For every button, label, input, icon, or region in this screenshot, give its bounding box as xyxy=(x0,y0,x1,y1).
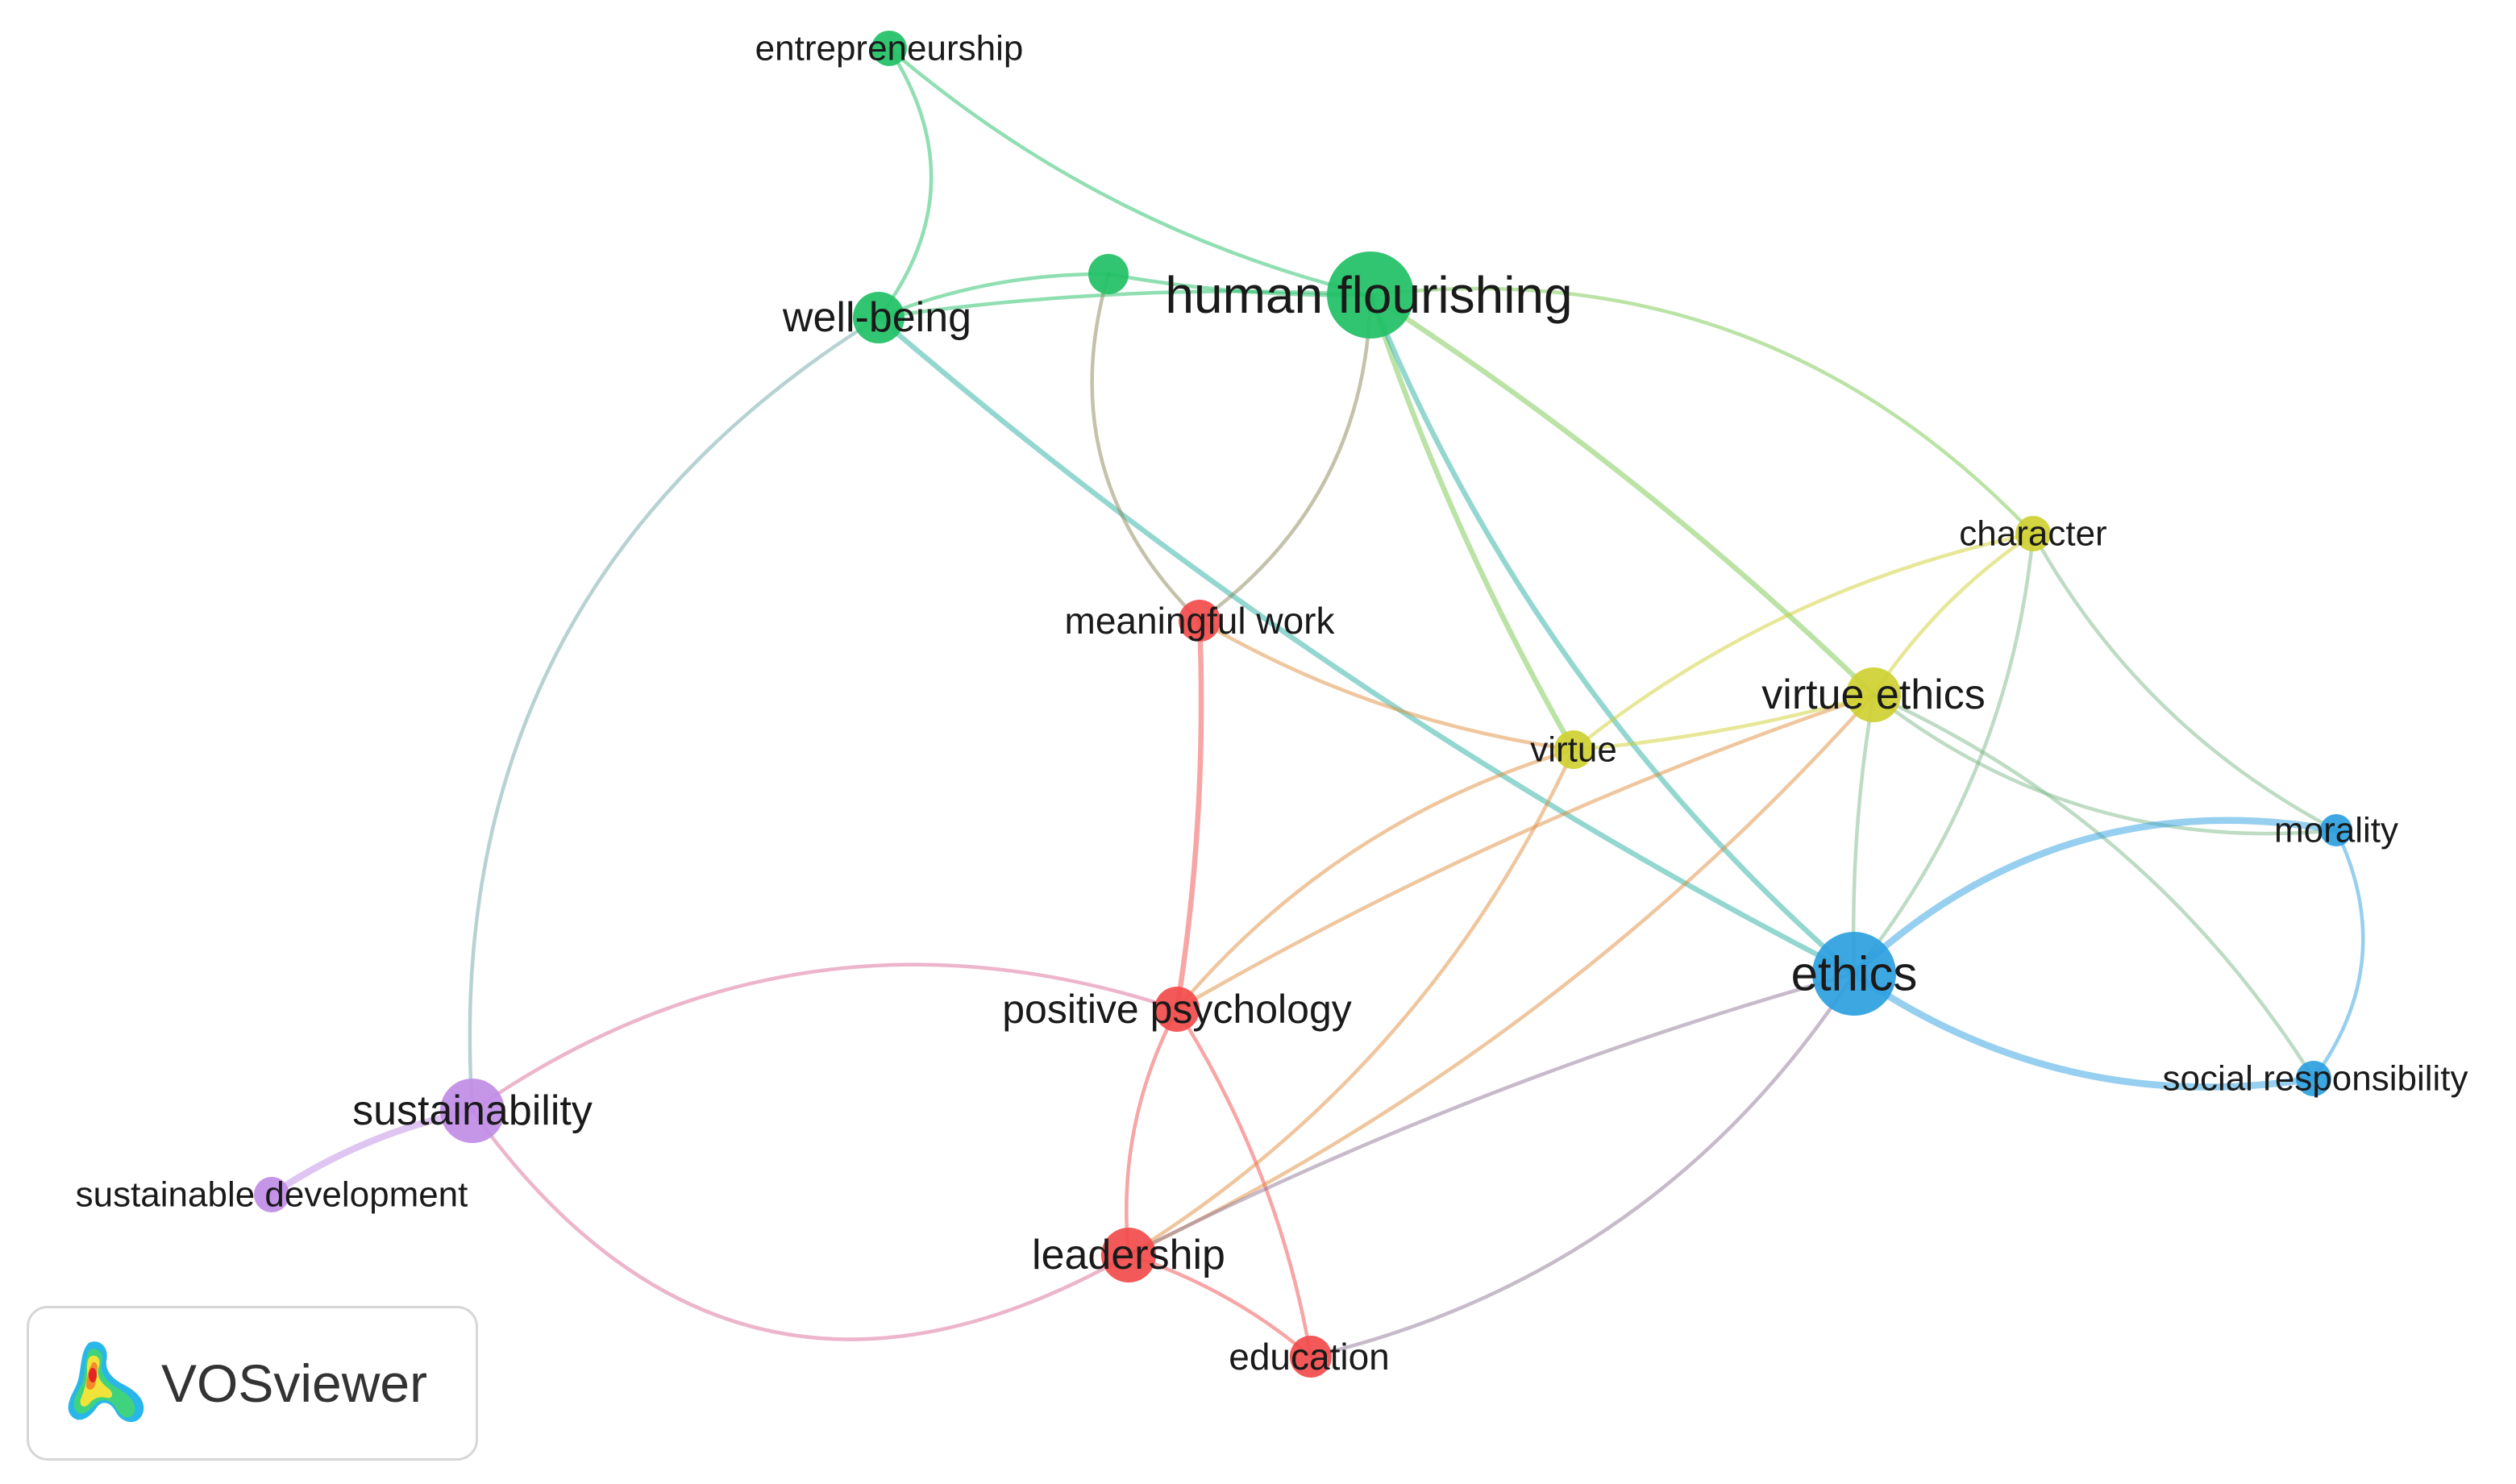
link-meaningful-work-positive-psychology xyxy=(1174,617,1204,1012)
vosviewer-name: VOSviewer xyxy=(161,1353,428,1413)
link-entrepreneurship-human-flourishing xyxy=(887,46,1373,297)
node-ethics[interactable] xyxy=(1812,932,1896,1016)
node-meaningful-work[interactable] xyxy=(1179,600,1221,642)
link-human-flourishing-ethics xyxy=(1367,292,1857,977)
link-leadership-virtue xyxy=(1126,747,1576,1257)
node-education[interactable] xyxy=(1290,1336,1332,1378)
label-positive-psychology: positive psychology xyxy=(1002,987,1352,1032)
link-education-ethics xyxy=(1308,971,1857,1359)
network-labels: human flourishing well-being entrepreneurs… xyxy=(76,29,2468,1378)
link-human-flourishing-virtue xyxy=(1367,292,1577,753)
link-entrepreneurship-well-being xyxy=(876,46,934,320)
network-links xyxy=(268,46,2365,1359)
link-ethics-social-responsibility xyxy=(1850,970,2318,1091)
link-human-flourishing-character xyxy=(1368,286,2036,536)
link-leadership-sustainability xyxy=(470,1108,1131,1341)
node-sustainability[interactable] xyxy=(440,1079,505,1143)
node-sustainable-development[interactable] xyxy=(254,1177,289,1212)
link-leadership-ethics xyxy=(1126,971,1857,1257)
node-entrepreneurship[interactable] xyxy=(871,31,907,66)
label-character: character xyxy=(1959,514,2106,554)
link-virtue-character xyxy=(1571,531,2036,752)
vosviewer-badge: VOSviewer xyxy=(27,1306,478,1461)
link-green-unlabeled-meaningful-work xyxy=(1090,272,1202,623)
label-sustainable-development: sustainable development xyxy=(76,1175,468,1215)
node-leadership[interactable] xyxy=(1101,1228,1156,1282)
label-leadership: leadership xyxy=(1032,1232,1225,1278)
link-human-flourishing-meaningful-work xyxy=(1197,293,1373,623)
node-morality[interactable] xyxy=(2320,814,2352,846)
label-entrepreneurship: entrepreneurship xyxy=(755,29,1024,69)
link-human-flourishing-virtue-ethics xyxy=(1367,292,1877,698)
link-positive-psychology-sustainability xyxy=(470,962,1179,1113)
node-character[interactable] xyxy=(2015,516,2051,551)
label-human-flourishing: human flourishing xyxy=(1165,266,1572,324)
link-meaningful-work-virtue xyxy=(1197,618,1576,752)
node-well-being[interactable] xyxy=(853,292,905,343)
label-virtue-ethics: virtue ethics xyxy=(1761,671,1985,718)
label-meaningful-work: meaningful work xyxy=(1065,600,1336,642)
link-virtue-ethics-character xyxy=(1871,531,2036,697)
link-positive-psychology-virtue-ethics xyxy=(1175,692,1876,1012)
node-social-responsibility[interactable] xyxy=(2296,1061,2331,1096)
link-virtue-ethics-social-responsibility xyxy=(1871,692,2316,1081)
vosviewer-heatmap-logo-icon xyxy=(68,1341,144,1423)
link-well-being-ethics xyxy=(875,314,1857,977)
link-positive-psychology-education xyxy=(1175,1007,1313,1359)
link-well-being-human-flourishing xyxy=(876,289,1373,320)
link-well-being-sustainability xyxy=(468,315,881,1113)
link-positive-psychology-virtue xyxy=(1175,747,1576,1012)
label-well-being: well-being xyxy=(782,294,971,341)
node-virtue[interactable] xyxy=(1554,730,1593,769)
node-human-flourishing[interactable] xyxy=(1327,251,1414,339)
link-virtue-virtue-ethics xyxy=(1571,692,1876,752)
label-ethics: ethics xyxy=(1791,947,1918,1001)
link-leadership-virtue-ethics xyxy=(1126,692,1876,1257)
link-morality-social-responsibility xyxy=(2311,828,2365,1081)
link-character-morality xyxy=(2031,531,2339,833)
link-well-being-green-unlabeled xyxy=(876,272,1111,320)
link-character-ethics xyxy=(1852,531,2036,976)
link-ethics-morality xyxy=(1850,817,2340,978)
node-green-unlabeled[interactable] xyxy=(1088,254,1129,294)
label-virtue: virtue xyxy=(1530,730,1617,770)
link-positive-psychology-leadership xyxy=(1125,1007,1179,1257)
label-morality: morality xyxy=(2274,811,2398,850)
label-social-responsibility: social responsibility xyxy=(2162,1059,2468,1099)
label-sustainability: sustainability xyxy=(352,1087,593,1134)
label-education: education xyxy=(1229,1336,1390,1378)
node-positive-psychology[interactable] xyxy=(1154,987,1200,1032)
node-virtue-ethics[interactable] xyxy=(1846,667,1901,722)
network-nodes xyxy=(254,31,2352,1378)
link-virtue-ethics-morality xyxy=(1871,692,2339,836)
